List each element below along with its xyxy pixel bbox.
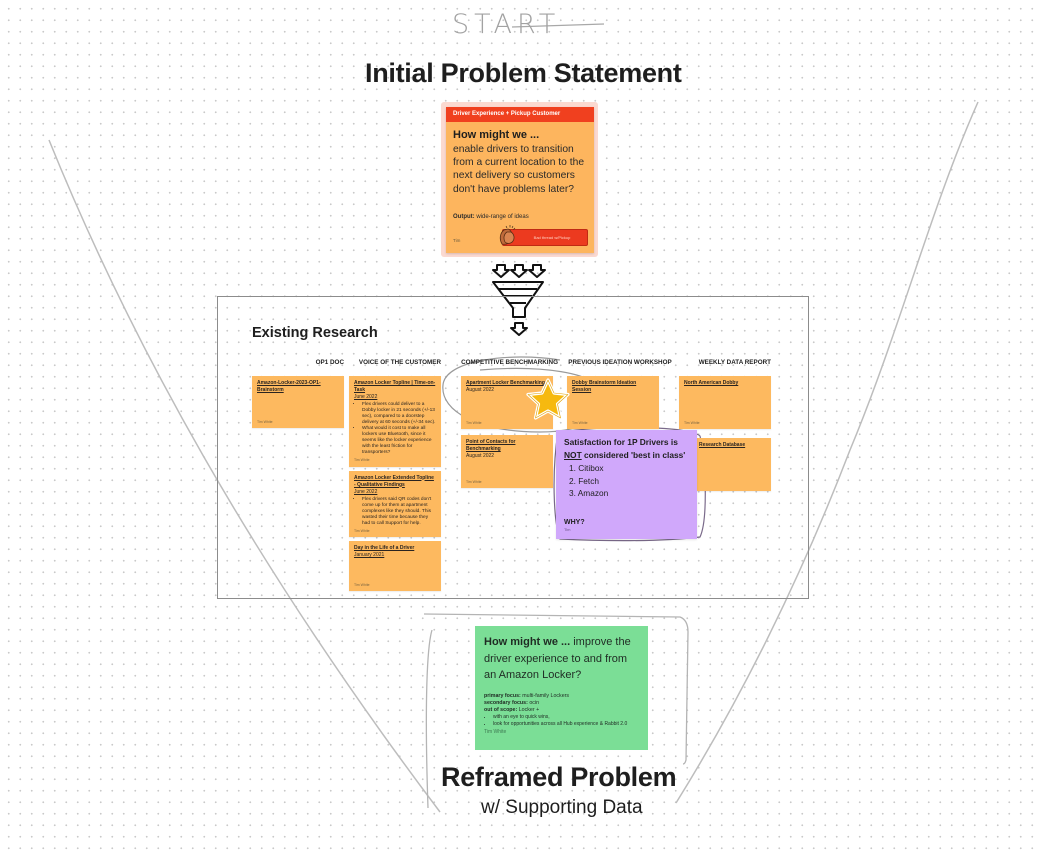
note-author: Tim White (466, 420, 482, 425)
author: Tim (453, 238, 461, 243)
note-title[interactable]: Amazon Locker Topline | Time-on-Task (354, 380, 436, 393)
output-label: Output: (453, 214, 475, 220)
insight-card[interactable]: Satisfaction for 1P Drivers is NOT consi… (556, 430, 697, 539)
note-title[interactable]: North American Dobby (684, 380, 739, 386)
reframed-details: primary focus: multi-family Lockers seco… (484, 693, 639, 737)
note-bullets: Flex drivers could deliver to a Dobby lo… (362, 402, 436, 456)
out-of-scope-value: Locker + (517, 706, 540, 713)
note-point-of-contacts[interactable]: Point of Contacts for Benchmarking Augus… (461, 435, 553, 488)
note-title[interactable]: Dobby Brainstorm Ideation Session (572, 380, 637, 393)
initial-problem-card[interactable]: Driver Experience + Pickup Customer How … (446, 107, 594, 253)
note-date: June 2022 (354, 488, 378, 495)
column-label-voc: VOICE OF THE CUSTOMER (358, 359, 441, 366)
insight-not: NOT (564, 450, 582, 460)
bracket-left-stroke (425, 629, 433, 809)
note-author: Tim White (354, 528, 370, 533)
note-author: Tim White (466, 479, 482, 484)
out-of-scope-label: out of scope: (484, 706, 518, 713)
insight-list: 1. Citibox 2. Fetch 3. Amazon (569, 462, 689, 500)
reframed-problem-subtitle: w/ Supporting Data (481, 797, 643, 818)
voc-column: Amazon Locker Topline | Time-on-Task Jun… (349, 376, 441, 591)
note-bullets: Flex drivers said QR codes don't come up… (362, 497, 436, 527)
reframed-problem-title: Reframed Problem (441, 762, 677, 792)
note-author: Tim White (354, 458, 370, 462)
primary-focus-value: multi-family Lockers (520, 692, 570, 699)
star-icon (526, 378, 570, 420)
note-title[interactable]: Point of Contacts for Benchmarking (466, 439, 516, 452)
reframed-author: Tim White (484, 729, 507, 736)
primary-focus: primary focus: multi-family Lockers (484, 693, 639, 700)
note-date: June 2022 (354, 394, 378, 400)
existing-research-title: Existing Research (252, 325, 378, 341)
insight-author: Tim (564, 527, 571, 532)
primary-focus-label: primary focus: (484, 692, 521, 699)
reframed-bullets: with an eye to quick wins, look for oppo… (493, 714, 639, 728)
note-day-in-life[interactable]: Day in the Life of a Driver January 2021… (349, 541, 441, 591)
card-header: Driver Experience + Pickup Customer (446, 107, 594, 122)
insight-why: WHY? (564, 519, 585, 526)
output-value: wide-range of ideas (476, 214, 529, 220)
note-title[interactable]: Amazon-Locker-2023-OP1-Brainstorm (257, 380, 321, 393)
secondary-focus: secondary focus: ocin (484, 700, 639, 707)
note-author: Tim White (684, 420, 700, 425)
initial-problem-title: Initial Problem Statement (365, 58, 682, 88)
hmw-prefix: How might we ... (453, 129, 540, 141)
insight-title-rest: considered 'best in class' (581, 450, 686, 460)
reframed-bullet: with an eye to quick wins, (493, 714, 639, 721)
column-label-ideation: PREVIOUS IDEATION WORKSHOP (568, 359, 672, 366)
output-line: Output: wide-range of ideas (453, 214, 529, 220)
column-label-competitive: COMPETITIVE BENCHMARKING (461, 359, 558, 366)
note-author: Tim White (257, 419, 273, 424)
note-author: Tim White (354, 582, 370, 587)
insight-item: 3. Amazon (569, 488, 609, 499)
secondary-focus-value: ocin (527, 699, 540, 706)
note-bullet: Flex drivers could deliver to a Dobby lo… (362, 402, 436, 426)
note-bullet: What would it cost to make all lockers u… (362, 426, 436, 456)
insight-title: Satisfaction for 1P Drivers is NOT consi… (564, 436, 689, 462)
note-op1-brainstorm[interactable]: Amazon-Locker-2023-OP1-Brainstorm Tim Wh… (252, 376, 344, 428)
note-bullet: Flex drivers said QR codes don't come up… (362, 497, 436, 527)
insight-item: 1. Citibox (569, 463, 604, 473)
start-label: START (452, 9, 561, 40)
note-date: August 2022 (466, 387, 495, 393)
hmw-body: improve the driver experience to and fro… (484, 636, 631, 681)
note-voc-topline[interactable]: Amazon Locker Topline | Time-on-Task Jun… (349, 376, 441, 467)
reframed-problem-card[interactable]: How might we ... improve the driver expe… (475, 626, 648, 750)
column-label-op1: OP1 DOC (315, 359, 344, 366)
note-author: Tim White (572, 420, 588, 425)
column-label-weekly: WEEKLY DATA REPORT (698, 359, 771, 366)
reframed-hmw: How might we ... improve the driver expe… (484, 634, 639, 684)
note-title[interactable]: Amazon Locker Extended Topline - Qualita… (354, 474, 434, 488)
note-date: January 2021 (354, 552, 385, 558)
note-title[interactable]: Day in the Life of a Driver (354, 545, 415, 551)
insight-item: 2. Fetch (569, 475, 599, 486)
note-ideation-session[interactable]: Dobby Brainstorm Ideation Session Tim Wh… (567, 376, 659, 429)
note-voc-extended-topline[interactable]: Amazon Locker Extended Topline - Qualita… (349, 470, 441, 537)
insight-title-line1: Satisfaction for 1P Drivers is (564, 437, 678, 447)
note-date: August 2022 (466, 453, 495, 459)
existing-research-frame[interactable] (217, 296, 809, 599)
reframed-bullet: look for opportunities across all Hub ex… (493, 721, 639, 728)
clapping-hands-icon (499, 225, 516, 245)
hmw-prefix: How might we ... (484, 636, 571, 648)
secondary-focus-label: secondary focus: (484, 699, 528, 706)
hmw-body: enable drivers to transition from a curr… (453, 144, 585, 195)
note-title[interactable]: Research Database (699, 442, 746, 448)
note-north-american-dobby[interactable]: North American Dobby Tim White (679, 376, 771, 429)
funnel-filter-icon (492, 264, 546, 336)
out-of-scope: out of scope: Locker + (484, 707, 639, 714)
note-title[interactable]: Apartment Locker Benchmarking (466, 380, 545, 386)
